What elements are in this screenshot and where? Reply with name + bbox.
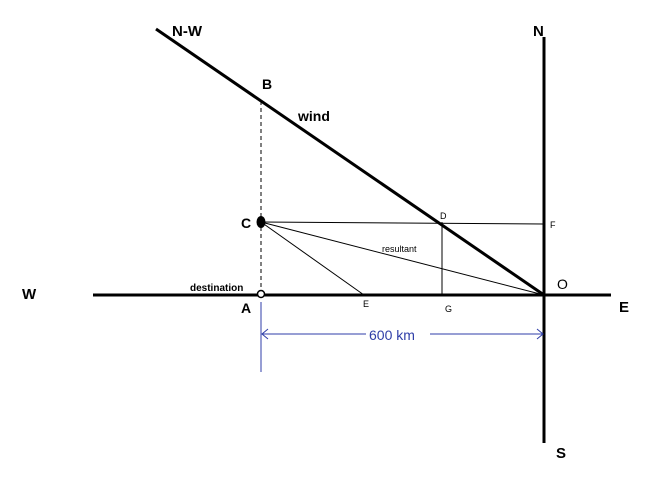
label-point-a: A — [241, 300, 251, 316]
line-c-f — [260, 221, 545, 225]
label-east: E — [619, 299, 629, 316]
label-point-c: C — [241, 215, 251, 231]
dimension-label-bg — [366, 325, 430, 343]
line-c-e — [260, 221, 365, 296]
label-west: W — [22, 286, 37, 303]
point-a-marker — [256, 289, 266, 299]
label-distance: 600 km — [369, 327, 415, 343]
dimension-arrow-right — [536, 328, 544, 340]
wind-line — [155, 27, 545, 297]
label-point-o: O — [557, 276, 568, 292]
label-north: N — [533, 23, 544, 40]
point-c-marker — [256, 216, 266, 228]
label-northwest: N-W — [172, 23, 203, 40]
line-c-o-resultant — [260, 221, 545, 296]
label-south: S — [556, 445, 566, 462]
label-wind: wind — [297, 108, 330, 124]
label-destination: destination — [190, 283, 243, 294]
label-point-d: D — [440, 211, 447, 221]
dimension-arrow-left — [261, 328, 269, 340]
label-point-g: G — [445, 304, 452, 314]
label-point-e: E — [363, 299, 369, 309]
label-resultant: resultant — [382, 244, 417, 254]
label-point-f: F — [550, 220, 556, 230]
label-point-b: B — [262, 76, 272, 92]
